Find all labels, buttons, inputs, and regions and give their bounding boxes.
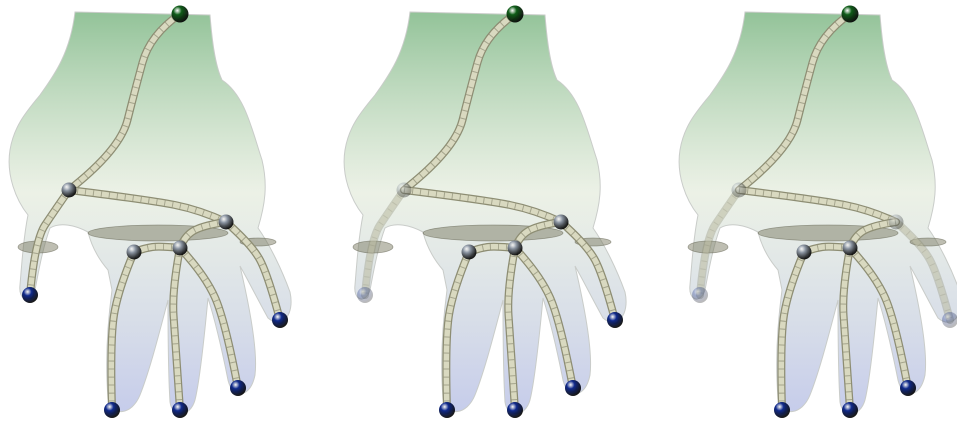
- pinky-base-joint: [554, 215, 569, 230]
- index-tip-sphere: [439, 402, 455, 418]
- pinky-base-joint: [219, 215, 234, 230]
- ring-tip-sphere: [230, 380, 246, 396]
- pinky-tip-sphere: [607, 312, 623, 328]
- hub-joint: [732, 183, 747, 198]
- panel-3: [679, 6, 957, 419]
- pinky-base-joint: [889, 215, 904, 230]
- thumb-tip-sphere: [692, 287, 708, 303]
- middle-tip-sphere: [172, 402, 188, 418]
- hub-joint: [397, 183, 412, 198]
- index-base-joint: [462, 245, 477, 260]
- hub-joint: [62, 183, 77, 198]
- middle-tip-sphere: [507, 402, 523, 418]
- panel-2: [344, 6, 626, 419]
- ring-base-joint: [508, 241, 523, 256]
- ring-tip-sphere: [565, 380, 581, 396]
- pinky-tip-sphere: [272, 312, 288, 328]
- root-joint-sphere: [172, 6, 189, 23]
- index-tip-sphere: [104, 402, 120, 418]
- root-joint-sphere: [842, 6, 859, 23]
- index-tip-sphere: [774, 402, 790, 418]
- index-base-joint: [797, 245, 812, 260]
- ring-base-joint: [843, 241, 858, 256]
- ring-base-joint: [173, 241, 188, 256]
- ring-tip-sphere: [900, 380, 916, 396]
- thumb-tip-sphere: [357, 287, 373, 303]
- panel-1: [9, 6, 291, 419]
- index-base-joint: [127, 245, 142, 260]
- thumb-tip-sphere: [22, 287, 38, 303]
- middle-tip-sphere: [842, 402, 858, 418]
- root-joint-sphere: [507, 6, 524, 23]
